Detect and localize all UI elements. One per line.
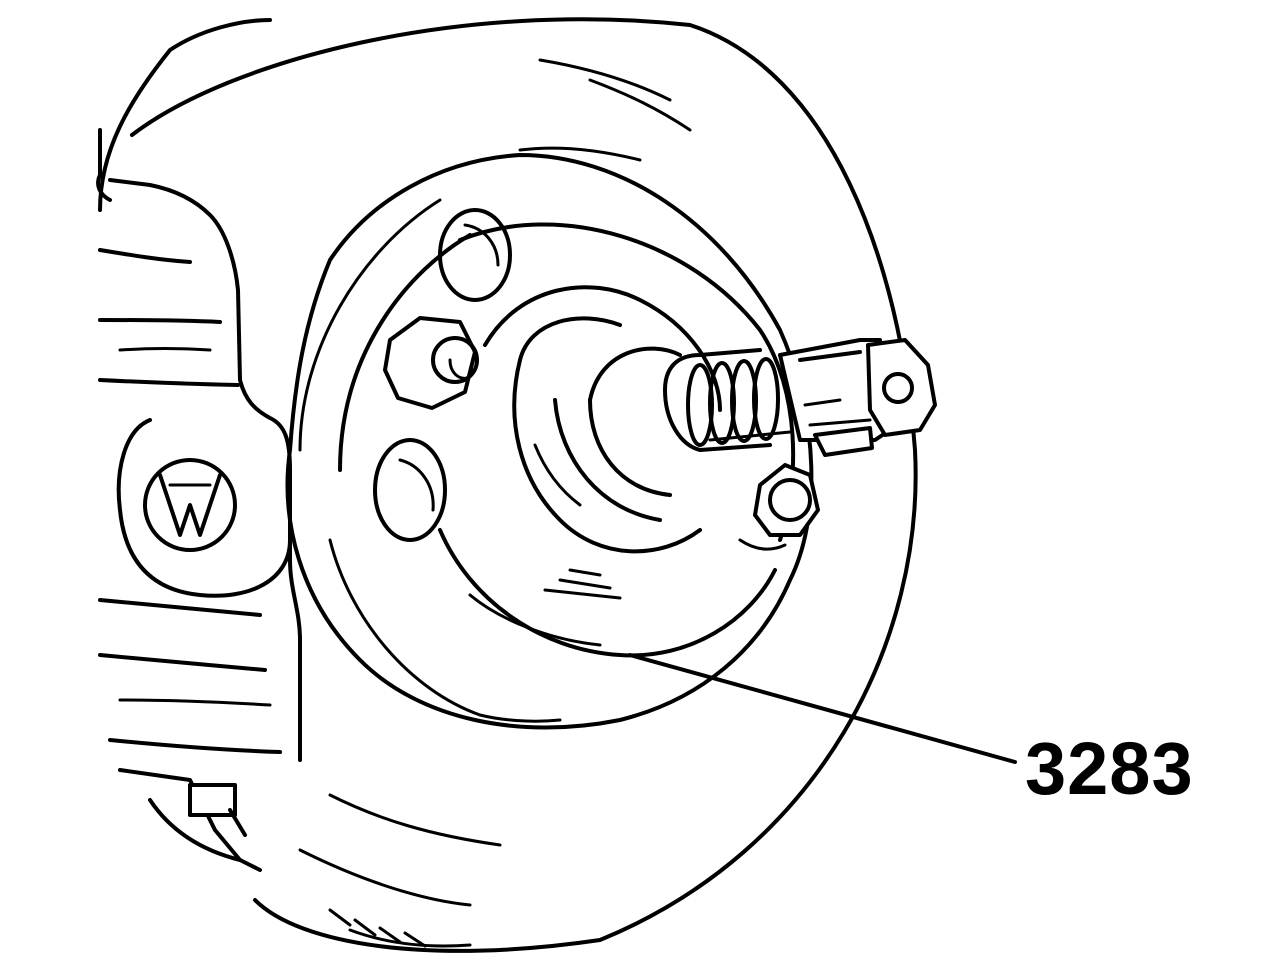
bolt-hole-left (373, 438, 447, 542)
disc-rim-top (98, 18, 272, 212)
bolt-hole-top (438, 208, 512, 302)
brake-caliper (96, 128, 302, 872)
tool-body (663, 338, 937, 457)
hex-nut-left (383, 316, 479, 410)
hex-nut-right (738, 463, 820, 551)
callout-leader (628, 653, 1017, 764)
brake-disc (130, 17, 918, 953)
wheel-hub (285, 153, 820, 730)
callout-label-tool: 3283 (1025, 727, 1194, 810)
